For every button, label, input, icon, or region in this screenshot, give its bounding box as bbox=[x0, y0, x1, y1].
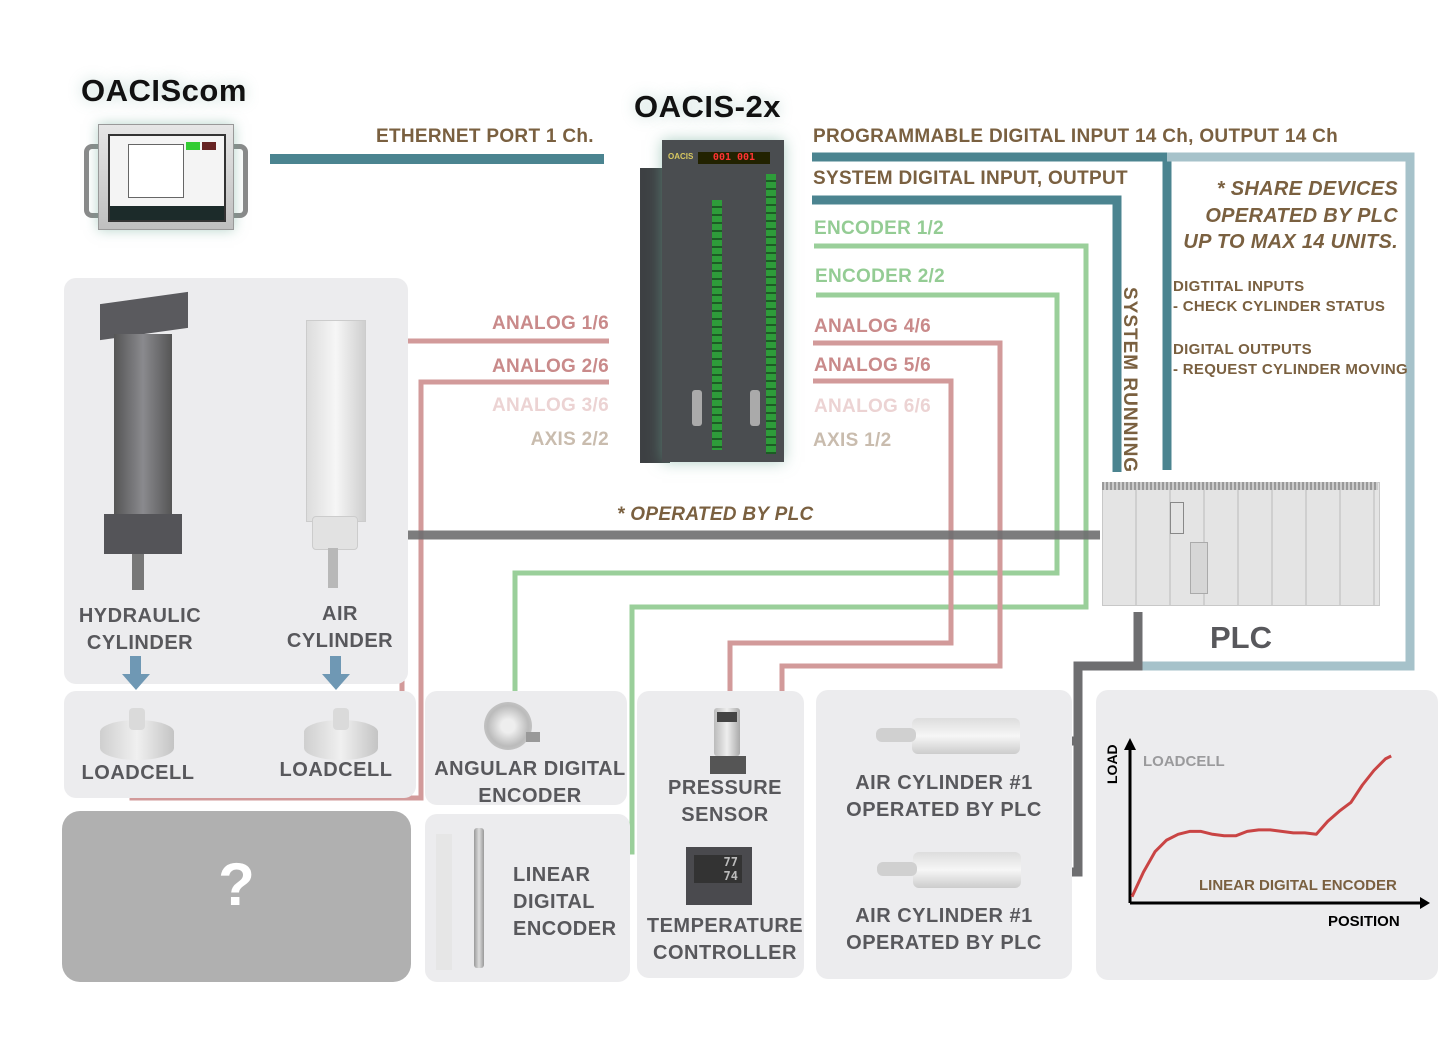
connector-d-sub-1 bbox=[692, 390, 702, 426]
plc-title: PLC bbox=[1210, 620, 1272, 655]
controller-front: 001 001 OACIS bbox=[662, 140, 784, 462]
share-note-line3: UP TO MAX 14 UNITS. bbox=[1183, 231, 1398, 253]
loadcell-image bbox=[100, 706, 174, 760]
loadcell1-label: LOADCELL bbox=[81, 762, 195, 784]
digital-outputs-title: DIGITAL OUTPUTS bbox=[1173, 341, 1312, 358]
hydraulic-cylinder-label: HYDRAULIC CYLINDER bbox=[78, 605, 202, 654]
y-axis-label: LOAD bbox=[1104, 744, 1120, 784]
loadcell2-label: LOADCELL bbox=[279, 759, 393, 781]
air-cylinder-plc-image-1 bbox=[876, 708, 1026, 764]
loadcell-annotation: LOADCELL bbox=[1143, 753, 1225, 770]
digital-outputs-desc: - REQUEST CYLINDER MOVING bbox=[1173, 361, 1409, 378]
share-note-line1: * SHARE DEVICES bbox=[1216, 178, 1398, 200]
angular-encoder-image bbox=[484, 702, 546, 752]
temperature-controller-label: TEMPERATURE CONTROLLER bbox=[646, 915, 804, 964]
series-line-load-vs-position bbox=[1130, 754, 1392, 898]
led-display: 001 001 bbox=[698, 152, 770, 164]
analog6-label: ANALOG 6/6 bbox=[814, 396, 932, 417]
linear-encoder-image bbox=[430, 828, 490, 978]
angular-encoder-label: ANGULAR DIGITAL ENCODER bbox=[434, 758, 626, 807]
encoder2-line bbox=[512, 292, 1060, 693]
x-axis-arrow-icon bbox=[1420, 897, 1430, 909]
unknown-device-panel bbox=[62, 811, 411, 982]
oacis2x-title: OACIS-2x bbox=[634, 89, 781, 124]
share-note-line2: OPERATED BY PLC bbox=[1205, 205, 1398, 227]
pressure-sensor-label: PRESSURE SENSOR bbox=[667, 777, 783, 826]
prog-digital-share-line bbox=[1140, 152, 1415, 671]
system-digital-label: SYSTEM DIGITAL INPUT, OUTPUT bbox=[813, 168, 1128, 189]
linear-encoder-label: LINEAR DIGITAL ENCODER bbox=[513, 864, 617, 940]
unknown-device-question-mark: ? bbox=[218, 851, 255, 918]
pressure-sensor-image bbox=[710, 708, 746, 774]
terminal-strip-left bbox=[712, 200, 722, 450]
air-cylinder-label: AIR CYLINDER bbox=[286, 603, 394, 652]
air-cylinder-plc-label-1: AIR CYLINDER #1 OPERATED BY PLC bbox=[846, 772, 1042, 821]
y-axis-arrow-icon bbox=[1124, 738, 1136, 750]
encoder1-label: ENCODER 1/2 bbox=[814, 218, 945, 239]
system-running-label: SYSTEM RUNNING bbox=[1119, 287, 1140, 474]
analog1-label: ANALOG 1/6 bbox=[491, 313, 609, 334]
oaciscom-title: OACIScom bbox=[81, 73, 247, 108]
hydraulic-cylinder-image bbox=[100, 291, 190, 596]
double-arrow-icon bbox=[436, 834, 452, 970]
left-handle bbox=[84, 144, 103, 218]
air-cylinder-plc-label-2: AIR CYLINDER #1 OPERATED BY PLC bbox=[846, 905, 1042, 954]
x-axis-label: POSITION bbox=[1328, 913, 1400, 930]
right-handle bbox=[229, 144, 248, 218]
analog2-label: ANALOG 2/6 bbox=[491, 356, 609, 377]
encoder2-label: ENCODER 2/2 bbox=[815, 266, 946, 287]
prog-digital-label: PROGRAMMABLE DIGITAL INPUT 14 Ch, OUTPUT… bbox=[813, 126, 1339, 147]
axis2-label: AXIS 2/2 bbox=[530, 429, 609, 450]
air-cylinder-plc-image-2 bbox=[877, 842, 1027, 898]
analog3-label: ANALOG 3/6 bbox=[491, 395, 609, 416]
encoder-annotation: LINEAR DIGITAL ENCODER bbox=[1199, 877, 1397, 894]
analog5-label: ANALOG 5/6 bbox=[814, 355, 932, 376]
digital-inputs-desc: - CHECK CYLINDER STATUS bbox=[1173, 298, 1386, 315]
digital-inputs-title: DIGTITAL INPUTS bbox=[1173, 278, 1305, 295]
ethernet-port-label: ETHERNET PORT 1 Ch. bbox=[376, 126, 594, 147]
axis1-label: AXIS 1/2 bbox=[813, 430, 892, 451]
analog5-line bbox=[727, 378, 954, 705]
chart-panel bbox=[1096, 690, 1438, 980]
oaciscom-panel-pc[interactable] bbox=[84, 122, 248, 232]
screen bbox=[108, 134, 226, 222]
plc-device[interactable] bbox=[1102, 482, 1380, 606]
oacis2x-controller[interactable]: 001 001 OACIS bbox=[640, 135, 785, 470]
analog4-label: ANALOG 4/6 bbox=[814, 316, 932, 337]
terminal-strip-right bbox=[766, 174, 776, 454]
operated-by-plc-label: * OPERATED BY PLC bbox=[617, 504, 814, 525]
load-position-chart: LOAD POSITION LOADCELL LINEAR DIGITAL EN… bbox=[1104, 738, 1430, 930]
air-cylinder-image bbox=[298, 320, 384, 590]
linear-encoder-panel bbox=[425, 814, 630, 982]
connector-d-sub-2 bbox=[750, 390, 760, 426]
system-digital-line bbox=[812, 195, 1122, 472]
loadcell-image bbox=[304, 706, 378, 760]
